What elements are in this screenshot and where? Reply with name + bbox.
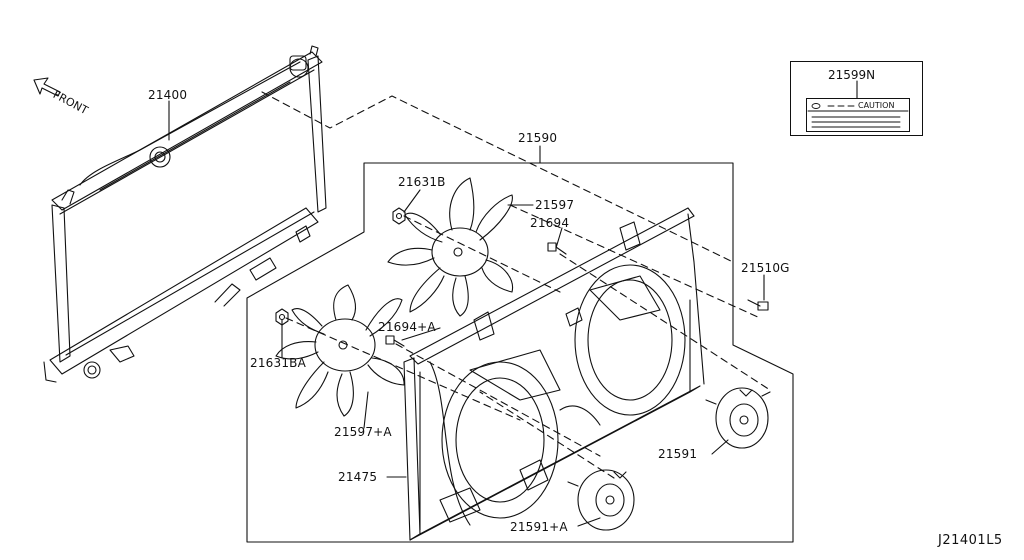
motor-right-drawing — [705, 387, 771, 449]
part-label-fan-upper: 21597 — [535, 198, 575, 212]
part-label-shroud: 21475 — [338, 470, 378, 484]
caution-tag-text: CAUTION — [858, 101, 895, 110]
motor-lower-drawing — [567, 469, 635, 531]
front-arrow-icon — [33, 77, 61, 97]
radiator-drawing — [43, 45, 327, 383]
part-label-fan-lower: 21597+A — [334, 425, 392, 439]
part-label-nut-lower: 21631BA — [250, 356, 307, 370]
caution-tag — [806, 98, 910, 132]
part-label-screw-upper: 21694 — [530, 216, 570, 230]
drawing-code: J21401L5 — [938, 533, 1003, 548]
part-label-nut-upper: 21631B — [398, 175, 446, 189]
part-label-motor-right: 21591 — [658, 447, 698, 461]
radiator-guide-line — [261, 91, 734, 263]
fan-lower-drawing — [275, 284, 405, 417]
fan-upper-drawing — [387, 177, 514, 317]
part-label-motor-lower: 21591+A — [510, 520, 568, 534]
leader-lines — [168, 80, 858, 527]
part-label-radiator: 21400 — [148, 88, 188, 102]
part-label-bolt-top: 21510G — [741, 261, 790, 275]
part-label-screw-lower: 21694+A — [378, 320, 436, 334]
shroud-drawing — [403, 207, 705, 541]
assembly-frame — [246, 162, 794, 543]
part-label-fan-assembly: 21590 — [518, 131, 558, 145]
caution-label-box — [790, 61, 923, 136]
part-label-caution: 21599N — [828, 68, 876, 82]
fasteners — [275, 207, 769, 347]
caution-tag-lines — [807, 103, 909, 128]
